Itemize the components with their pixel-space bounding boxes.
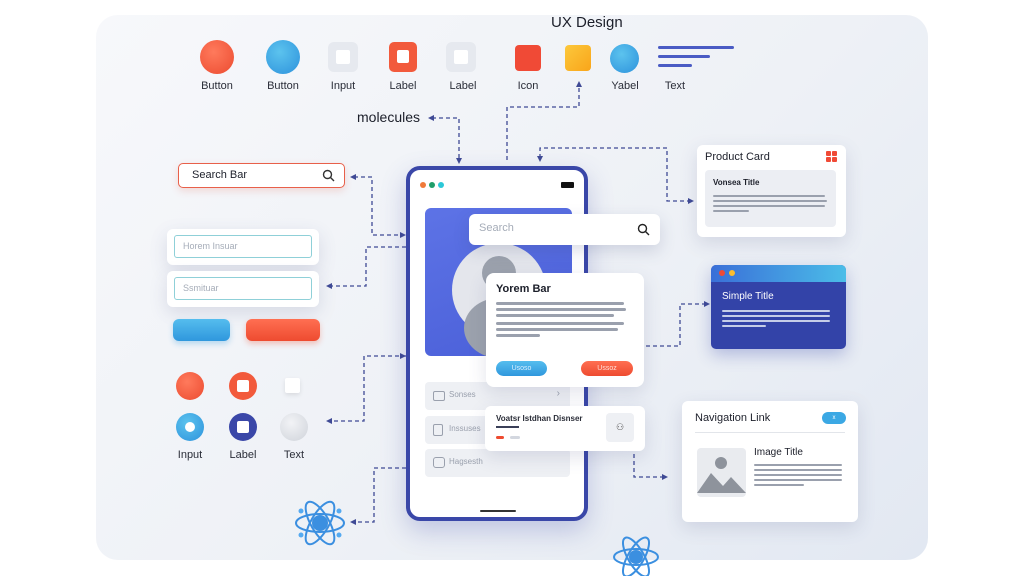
nav-card-title: Navigation Link: [695, 412, 771, 424]
grid-icon: [826, 151, 837, 162]
text-lines-icon: [658, 46, 734, 67]
atom-label-red[interactable]: [389, 42, 417, 72]
file-icon: [433, 424, 443, 436]
image-title: Image Title: [754, 447, 803, 458]
atom-yabel[interactable]: [610, 44, 639, 73]
group-icon: ⚇: [606, 413, 634, 442]
modal-secondary-button[interactable]: Ussoz: [581, 361, 633, 376]
atom-label: Button: [201, 80, 233, 92]
atom-input-ring[interactable]: [176, 413, 204, 441]
input-card-2: Ssmituar: [167, 271, 319, 307]
search-icon[interactable]: [322, 169, 335, 182]
input-card-1: Horem Insuar: [167, 229, 319, 265]
modal-primary-button[interactable]: Usoso: [496, 361, 547, 376]
phone-search-input[interactable]: Search: [469, 214, 660, 245]
atom-label: Icon: [517, 80, 539, 92]
product-card-title: Product Card: [705, 151, 770, 163]
horem-input[interactable]: Horem Insuar: [174, 235, 312, 258]
nav-badge[interactable]: x: [822, 412, 846, 424]
atom-text-grey[interactable]: [280, 413, 308, 441]
atom-label-navy[interactable]: [229, 413, 257, 441]
atom-label: Yabel: [611, 80, 639, 92]
search-bar-label: Search Bar: [192, 169, 248, 181]
atom-label: Button: [267, 80, 299, 92]
atom-label: Input: [330, 80, 356, 92]
battery-icon: [561, 182, 574, 188]
camera-icon: [433, 457, 445, 468]
simple-card-title: Simple Title: [722, 291, 774, 302]
atom-label: Text: [664, 80, 686, 92]
atom-icon-red[interactable]: [515, 45, 541, 71]
image-icon: [433, 391, 445, 401]
molecules-label: molecules: [357, 109, 421, 125]
ssmituar-input[interactable]: Ssmituar: [174, 277, 312, 300]
page-title: UX Design: [551, 14, 623, 31]
atom-label: Text: [283, 449, 305, 461]
atom-button-red[interactable]: [200, 40, 234, 74]
atom-label-grey[interactable]: [446, 42, 476, 72]
secondary-button[interactable]: [246, 319, 320, 341]
yorem-modal: Yorem Bar Usoso Ussoz: [486, 273, 644, 387]
chevron-right-icon[interactable]: ›: [556, 388, 560, 399]
atom-label: Input: [177, 449, 203, 461]
primary-button[interactable]: [173, 319, 230, 341]
atom-icon: [295, 500, 345, 546]
atom-circle-red[interactable]: [176, 372, 204, 400]
notification-title: Voatsr Istdhan Disnser: [496, 414, 583, 423]
modal-body: [496, 299, 626, 340]
product-card-body: Vonsea Title: [705, 170, 836, 227]
atom-small-square[interactable]: [285, 378, 300, 393]
modal-title: Yorem Bar: [496, 283, 551, 295]
atom-icon: [613, 536, 659, 576]
navigation-card[interactable]: Navigation Link x Image Title: [682, 401, 858, 522]
home-indicator: [480, 510, 516, 512]
list-item[interactable]: Hagsesth: [425, 449, 570, 477]
notification-card[interactable]: Voatsr Istdhan Disnser ⚇: [485, 406, 645, 451]
atom-label: Label: [229, 449, 257, 461]
product-card[interactable]: Product Card Vonsea Title: [697, 145, 846, 237]
atom-circle-square-red[interactable]: [229, 372, 257, 400]
search-icon[interactable]: [637, 223, 650, 236]
atom-button-blue[interactable]: [266, 40, 300, 74]
window-dots: [420, 182, 444, 188]
atom-label: Label: [389, 80, 417, 92]
atom-icon-yellow[interactable]: [565, 45, 591, 71]
atom-label: Label: [449, 80, 477, 92]
simple-card[interactable]: Simple Title: [711, 265, 846, 349]
atom-input[interactable]: [328, 42, 358, 72]
image-placeholder-icon: [697, 448, 746, 497]
search-bar[interactable]: Search Bar: [178, 163, 345, 188]
